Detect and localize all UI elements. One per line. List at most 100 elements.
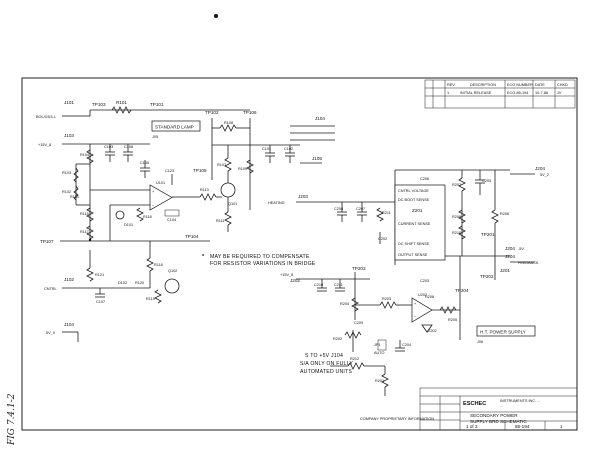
svg-text:+15V_8: +15V_8 xyxy=(38,143,51,147)
r119-resistor xyxy=(154,289,162,304)
tp202-label: TP202 xyxy=(480,274,494,279)
svg-text:C102: C102 xyxy=(284,147,293,151)
r203-label: R203 xyxy=(382,297,391,301)
svg-text:C104: C104 xyxy=(167,218,176,222)
svg-text:J104: J104 xyxy=(315,116,325,121)
z202-diode xyxy=(421,324,433,333)
c106-capacitor: C106 xyxy=(123,144,133,162)
q102-label: Q102 xyxy=(168,269,177,273)
jumper-note-line1: S TO +5V J104 xyxy=(305,353,343,359)
r212-label: R212 xyxy=(350,357,359,361)
title-line-1: SECONDARY POWER xyxy=(470,413,518,418)
plus15-input: +15V_8 J202 xyxy=(280,273,370,283)
title-sheet-no: 1 of 3 xyxy=(466,424,478,429)
c104-capacitor: C104 xyxy=(164,196,185,222)
j105-label: J105 xyxy=(312,156,322,161)
svg-text:C105: C105 xyxy=(140,161,149,165)
r120-label: R120 xyxy=(135,281,144,285)
svg-text:STANDARD LAMP: STANDARD LAMP xyxy=(155,125,194,130)
svg-text:U101: U101 xyxy=(156,181,165,185)
r204-label: R204 xyxy=(340,302,349,306)
q101-label: Q101 xyxy=(228,202,237,206)
r113-label: R113 xyxy=(200,188,209,192)
svg-text:JP1: JP1 xyxy=(374,343,381,347)
tp204-label: TP204 xyxy=(455,288,469,293)
title-block: ESCHEC INSTRUMENTS INC. ... ... SECONDAR… xyxy=(360,387,578,431)
u202-opamp: + − U202 xyxy=(411,293,433,323)
q101-transistor xyxy=(220,182,236,198)
r205-resistor xyxy=(439,306,457,314)
r210-label: R210 xyxy=(452,231,461,235)
svg-text:C208: C208 xyxy=(334,207,343,211)
drawing-border xyxy=(21,77,578,431)
r201-resistor xyxy=(381,373,389,388)
tp201-label: TP201 xyxy=(481,232,495,237)
j102-connector: J102 CNTRL xyxy=(44,277,90,291)
svg-text:J06: J06 xyxy=(477,340,483,344)
r103-label: R103 xyxy=(62,171,71,175)
tp105-label: TP105 xyxy=(193,168,207,173)
svg-text:−: − xyxy=(414,315,417,319)
svg-text:J202: J202 xyxy=(290,278,300,283)
tp106-label: TP106 xyxy=(243,110,257,115)
j104-top-connector: J104 xyxy=(290,116,335,141)
r206-label: R206 xyxy=(500,212,509,216)
r205-label: R205 xyxy=(448,318,457,322)
u101-opamp: + − U101 xyxy=(149,181,173,211)
z201-regulator: CNTRL VOLTAGE DC BOOT SENSE CURRENT SENS… xyxy=(394,184,446,261)
svg-text:J204: J204 xyxy=(535,166,545,171)
c202-capacitor: C202 xyxy=(378,232,387,244)
r104-label: R104 xyxy=(80,153,89,157)
heating-input: HEATING J203 xyxy=(268,194,395,205)
svg-text:J101: J101 xyxy=(64,100,74,105)
svg-text:C101: C101 xyxy=(262,147,271,151)
title-company-line2: ... xyxy=(500,404,503,408)
svg-text:DC BOOT SENSE: DC BOOT SENSE xyxy=(398,198,430,202)
r204-resistor xyxy=(351,297,359,312)
svg-text:C106: C106 xyxy=(124,145,133,149)
q102-transistor xyxy=(164,278,180,294)
title-line-2: SUPPLY BRD SCHEMATIC xyxy=(470,419,527,424)
title-drawing-no: 85-194 xyxy=(515,424,530,429)
svg-text:C103: C103 xyxy=(104,145,113,149)
tp103-label: TP103 xyxy=(92,102,106,107)
rev-row-eco: ECO-85-194 xyxy=(507,91,528,95)
c107-capacitor: C107 xyxy=(95,288,105,304)
r121-resistor xyxy=(86,267,94,282)
c208-capacitor: C208 xyxy=(334,202,347,222)
svg-text:+: + xyxy=(414,302,417,306)
r102-label: R102 xyxy=(62,190,71,194)
r116-label: R116 xyxy=(143,215,152,219)
r201-label: R201 xyxy=(375,379,384,383)
r111-label: R111 xyxy=(216,219,225,223)
r115-resistor xyxy=(86,207,94,222)
ink-dot xyxy=(214,14,218,18)
svg-text:5V_9: 5V_9 xyxy=(46,331,55,335)
j204-row3-connector: J204 FEEDBACK xyxy=(505,254,539,265)
svg-text:J102: J102 xyxy=(64,277,74,282)
c207-capacitor: C207 xyxy=(356,202,367,222)
r107-label: R107 xyxy=(217,163,226,167)
r116-resistor xyxy=(136,207,144,222)
svg-text:J203: J203 xyxy=(298,194,308,199)
svg-text:U202: U202 xyxy=(418,293,427,297)
r115-label: R115 xyxy=(80,212,89,216)
svg-text:OUTPUT SENSE: OUTPUT SENSE xyxy=(398,253,428,257)
svg-text:CNTRL VOLTAGE: CNTRL VOLTAGE xyxy=(398,189,429,193)
svg-text:C205: C205 xyxy=(482,179,491,183)
rev-row-chkd: JV xyxy=(557,91,562,95)
c203-label: C203 xyxy=(420,279,429,283)
c123-capacitor: C123 xyxy=(165,169,174,185)
svg-text:J204: J204 xyxy=(505,246,515,251)
svg-text:C209: C209 xyxy=(354,321,363,325)
title-company-line1: INSTRUMENTS INC. ... xyxy=(500,399,540,403)
j201-label: J201 xyxy=(500,268,510,273)
standard-lamp-box: STANDARD LAMP J05 xyxy=(151,120,201,139)
r108-resistor xyxy=(219,124,237,132)
jumper-note-line2: S/A ONLY ON FULLY xyxy=(300,361,353,367)
tp203-label: TP203 xyxy=(352,266,366,271)
c206-label: C206 xyxy=(420,177,429,181)
c105-capacitor: C105 xyxy=(140,160,150,178)
c204-capacitor: C204 xyxy=(395,340,411,352)
